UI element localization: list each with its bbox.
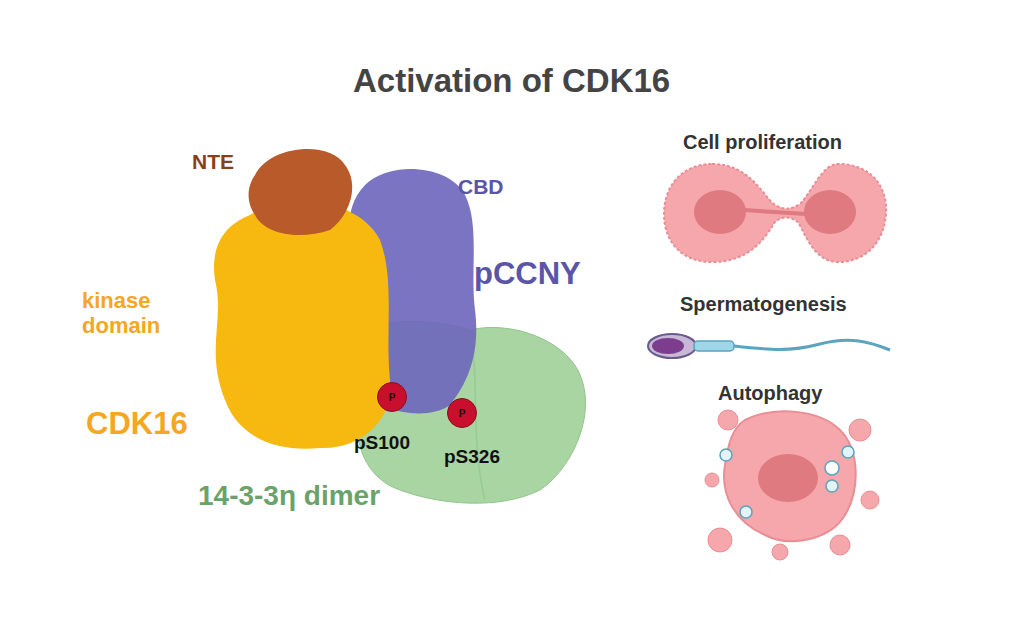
kinase-blob [214,201,390,448]
sperm-cell [648,334,890,358]
phospho-circle: P [377,382,407,412]
domain-label: CBD [458,175,504,199]
phospho-mark: P [389,392,396,403]
autophagic-cell [705,410,879,560]
process-label: Spermatogenesis [680,293,847,316]
phospho-circle: P [447,398,477,428]
diagram-title: Activation of CDK16 [353,62,670,100]
nte-blob [249,149,353,235]
domain-label: NTE [192,150,234,174]
phospho-mark: P [459,408,466,419]
process-label: Cell proliferation [683,131,842,154]
protein-label: 14-3-3η dimer [198,480,380,512]
site-label: pS326 [444,446,500,468]
domain-label: kinase domain [82,288,194,339]
process-label: Autophagy [718,382,822,405]
site-label: pS100 [354,432,410,454]
protein-label: CDK16 [86,406,188,442]
protein-label: pCCNY [474,256,581,292]
dividing-cell [664,164,886,262]
